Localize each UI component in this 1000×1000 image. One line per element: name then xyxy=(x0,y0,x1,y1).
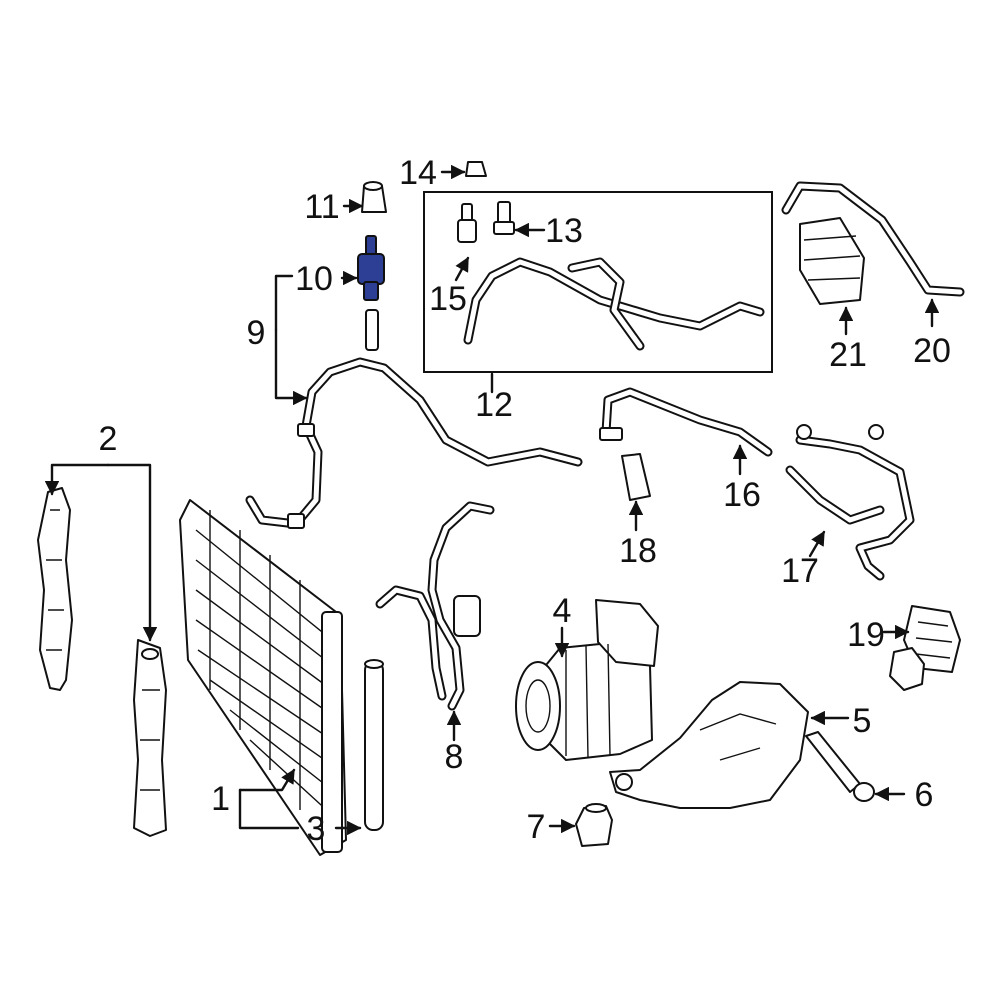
callout-15: 15 xyxy=(429,280,467,318)
callout-6: 6 xyxy=(915,776,934,814)
ac-valve-highlighted[interactable] xyxy=(357,235,385,301)
callout-18: 18 xyxy=(619,532,657,570)
callout-14: 14 xyxy=(399,154,437,192)
callout-13: 13 xyxy=(545,212,583,250)
condenser-bracket-left[interactable] xyxy=(37,487,73,691)
service-valve-13[interactable] xyxy=(493,201,515,235)
valve-cap-11[interactable] xyxy=(361,181,387,213)
refrigerant-line-17[interactable] xyxy=(785,424,915,581)
callout-16: 16 xyxy=(723,476,761,514)
condenser-bracket-right[interactable] xyxy=(133,639,167,837)
pressure-sensor-15[interactable] xyxy=(457,203,477,243)
expansion-valve-19[interactable] xyxy=(889,605,961,691)
valve-cap-14[interactable] xyxy=(465,161,487,177)
assembly-box-12 xyxy=(423,191,773,373)
refrigerant-line-8[interactable] xyxy=(375,501,495,711)
callout-19: 19 xyxy=(847,616,885,654)
oil-cooler-21[interactable] xyxy=(799,217,865,305)
callout-1: 1 xyxy=(211,780,230,818)
refrigerant-line-9[interactable] xyxy=(245,309,583,529)
callout-2: 2 xyxy=(99,420,118,458)
callout-3: 3 xyxy=(307,810,326,848)
callout-labels: 1 2 3 4 5 6 7 8 9 10 11 12 13 14 15 16 1… xyxy=(99,154,951,848)
refrigerant-line-20[interactable] xyxy=(781,181,965,297)
callout-10: 10 xyxy=(295,260,333,298)
callout-12: 12 xyxy=(475,386,513,424)
callout-21: 21 xyxy=(829,336,867,374)
mounting-bolt[interactable] xyxy=(805,731,875,802)
receiver-drier[interactable] xyxy=(364,659,384,831)
callout-8: 8 xyxy=(445,738,464,776)
ac-compressor[interactable] xyxy=(515,599,659,761)
leader-lines xyxy=(44,164,940,836)
compressor-bracket[interactable] xyxy=(609,681,809,809)
bracket-bushing[interactable] xyxy=(575,803,613,847)
callout-11: 11 xyxy=(304,188,339,226)
callout-9: 9 xyxy=(247,314,266,352)
callout-7: 7 xyxy=(527,808,546,846)
callout-4: 4 xyxy=(553,592,572,630)
refrigerant-line-16[interactable] xyxy=(599,387,773,457)
callout-20: 20 xyxy=(913,332,951,370)
callout-5: 5 xyxy=(853,702,872,740)
callout-17: 17 xyxy=(781,552,819,590)
condenser[interactable] xyxy=(179,499,347,856)
line-bracket-18[interactable] xyxy=(621,453,651,501)
refrigerant-line-12[interactable] xyxy=(463,257,765,351)
